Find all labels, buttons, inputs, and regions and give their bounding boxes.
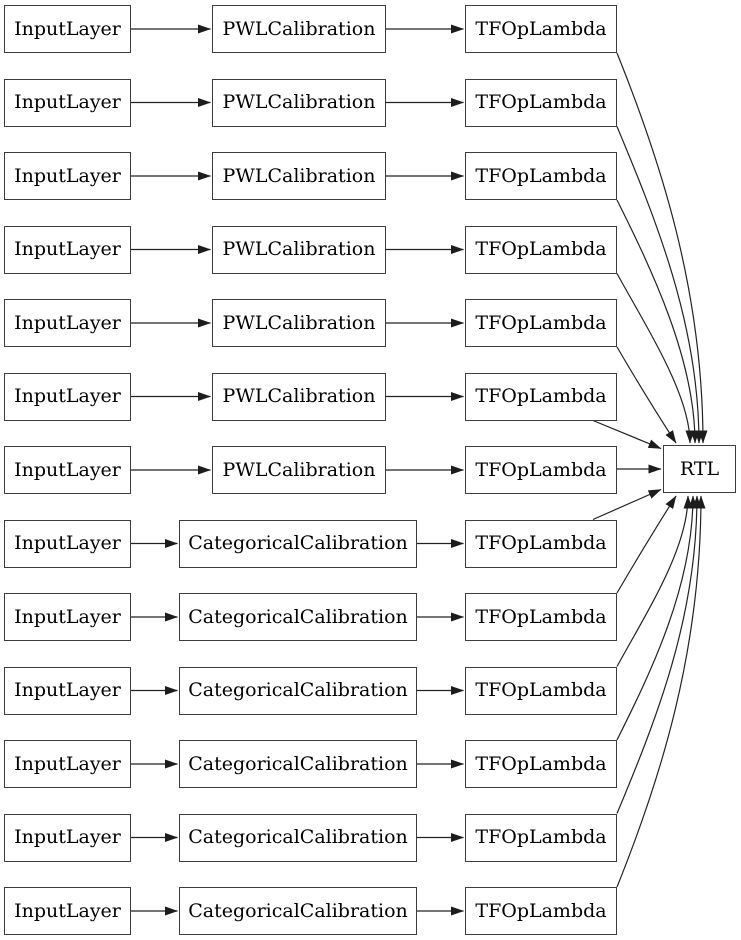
node-tfop-lambda: TFOpLambda [465, 446, 617, 494]
node-tfop-lambda: TFOpLambda [465, 372, 617, 421]
node-input-layer: InputLayer [4, 593, 131, 641]
node-input-layer: InputLayer [4, 225, 131, 274]
node-categorical-calibration: CategoricalCalibration [179, 666, 417, 715]
node-pwl-calibration: PWLCalibration [212, 78, 386, 127]
node-tfop-lambda: TFOpLambda [465, 813, 617, 862]
node-input-layer: InputLayer [4, 299, 131, 347]
node-tfop-lambda: TFOpLambda [465, 78, 617, 127]
node-tfop-lambda: TFOpLambda [465, 740, 617, 788]
node-input-layer: InputLayer [4, 887, 131, 935]
node-pwl-calibration: PWLCalibration [212, 299, 386, 347]
node-pwl-calibration: PWLCalibration [212, 5, 386, 53]
node-categorical-calibration: CategoricalCalibration [179, 740, 417, 788]
node-tfop-lambda: TFOpLambda [465, 5, 617, 53]
node-input-layer: InputLayer [4, 5, 131, 53]
edge-lambda-to-rtl [616, 126, 704, 444]
node-input-layer: InputLayer [4, 813, 131, 862]
node-input-layer: InputLayer [4, 446, 131, 494]
node-tfop-lambda: TFOpLambda [465, 519, 617, 568]
node-rtl: RTL [663, 445, 736, 493]
node-input-layer: InputLayer [4, 666, 131, 715]
node-input-layer: InputLayer [4, 78, 131, 127]
node-tfop-lambda: TFOpLambda [465, 666, 617, 715]
node-input-layer: InputLayer [4, 152, 131, 200]
node-tfop-lambda: TFOpLambda [465, 152, 617, 200]
edge-lambda-to-rtl [616, 495, 702, 814]
node-categorical-calibration: CategoricalCalibration [179, 813, 417, 862]
edge-lambda-to-rtl [616, 273, 695, 444]
edge-lambda-to-rtl [616, 199, 700, 444]
node-categorical-calibration: CategoricalCalibration [179, 593, 417, 641]
node-pwl-calibration: PWLCalibration [212, 446, 386, 494]
node-pwl-calibration: PWLCalibration [212, 152, 386, 200]
node-pwl-calibration: PWLCalibration [212, 372, 386, 421]
edge-lambda-to-rtl [616, 495, 693, 667]
edge-lambda-to-rtl [592, 488, 662, 521]
node-tfop-lambda: TFOpLambda [465, 299, 617, 347]
node-tfop-lambda: TFOpLambda [465, 887, 617, 935]
node-input-layer: InputLayer [4, 519, 131, 568]
node-pwl-calibration: PWLCalibration [212, 225, 386, 274]
node-input-layer: InputLayer [4, 372, 131, 421]
node-tfop-lambda: TFOpLambda [465, 225, 617, 274]
edge-lambda-to-rtl [616, 495, 698, 741]
edge-lambda-to-rtl [616, 52, 708, 444]
node-categorical-calibration: CategoricalCalibration [179, 519, 417, 568]
node-categorical-calibration: CategoricalCalibration [179, 887, 417, 935]
edge-lambda-to-rtl [592, 419, 662, 450]
node-input-layer: InputLayer [4, 740, 131, 788]
node-tfop-lambda: TFOpLambda [465, 593, 617, 641]
edge-lambda-to-rtl [616, 346, 677, 444]
edge-lambda-to-rtl [616, 495, 677, 594]
edge-lambda-to-rtl [616, 495, 706, 888]
